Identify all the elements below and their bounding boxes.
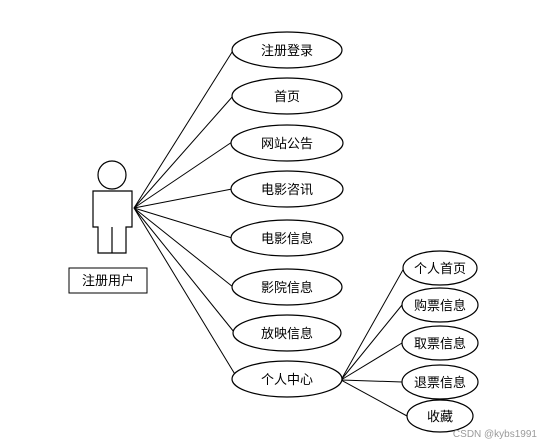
- uc-refund-info-label: 退票信息: [414, 375, 466, 391]
- uc-movie-info-shape: [230, 219, 344, 257]
- actor-head: [97, 160, 127, 190]
- uc-home-shape: [231, 77, 343, 115]
- center-associations: [340, 267, 408, 417]
- use-case-labels: 注册登录 首页 网站公告 电影咨讯 电影信息 影院信息 放映信息 个人中心: [261, 44, 313, 388]
- use-case-shapes: [230, 31, 344, 398]
- sub-use-case-shapes: [401, 250, 479, 433]
- actor-associations: [133, 48, 237, 377]
- uc-favorites-shape: [406, 399, 474, 433]
- assoc-personal-center: [133, 207, 237, 377]
- sub-use-case-labels: 个人首页 购票信息 取票信息 退票信息 收藏: [414, 262, 466, 425]
- uc-personal-home-label: 个人首页: [414, 262, 466, 277]
- assoc-favorites: [340, 379, 408, 417]
- assoc-register-login: [133, 48, 235, 209]
- uc-movie-news-label: 电影咨讯: [261, 183, 313, 198]
- assoc-refund-info: [340, 379, 403, 383]
- uc-register-login-shape: [231, 31, 343, 69]
- assoc-screening-info: [133, 207, 235, 333]
- uc-screening-info-shape: [232, 314, 342, 352]
- actor-figure: [92, 160, 133, 254]
- uc-screening-info-label: 放映信息: [261, 326, 313, 342]
- uc-pickup-info-shape: [401, 325, 479, 361]
- uc-purchase-info-label: 购票信息: [414, 298, 466, 314]
- assoc-home: [133, 95, 234, 209]
- assoc-movie-news: [133, 188, 233, 209]
- uc-refund-info-shape: [401, 364, 479, 400]
- actor-body: [92, 190, 133, 254]
- actor-label-box: [68, 267, 148, 294]
- assoc-movie-info: [133, 207, 233, 239]
- assoc-purchase-info: [340, 304, 403, 381]
- uc-personal-home-shape: [402, 250, 478, 286]
- uc-movie-info-label: 电影信息: [261, 231, 313, 247]
- uc-favorites-label: 收藏: [427, 410, 453, 425]
- uc-pickup-info-label: 取票信息: [414, 336, 466, 352]
- assoc-pickup-info: [340, 342, 403, 381]
- watermark: CSDN @kybs1991: [452, 429, 537, 440]
- assoc-site-announcement: [133, 141, 233, 209]
- assoc-personal-home: [340, 267, 405, 381]
- uc-site-announcement-shape: [230, 124, 344, 162]
- uc-site-announcement-label: 网站公告: [261, 137, 313, 152]
- uc-cinema-info-label: 影院信息: [261, 280, 313, 296]
- actor-label: 注册用户: [82, 273, 134, 289]
- uc-personal-center-shape: [231, 360, 343, 398]
- uc-home-label: 首页: [274, 90, 300, 105]
- uc-movie-news-shape: [230, 170, 344, 208]
- uc-cinema-info-shape: [231, 268, 343, 306]
- uc-purchase-info-shape: [401, 287, 479, 323]
- assoc-cinema-info: [133, 207, 234, 288]
- uc-register-login-label: 注册登录: [261, 44, 313, 59]
- uc-personal-center-label: 个人中心: [261, 373, 313, 388]
